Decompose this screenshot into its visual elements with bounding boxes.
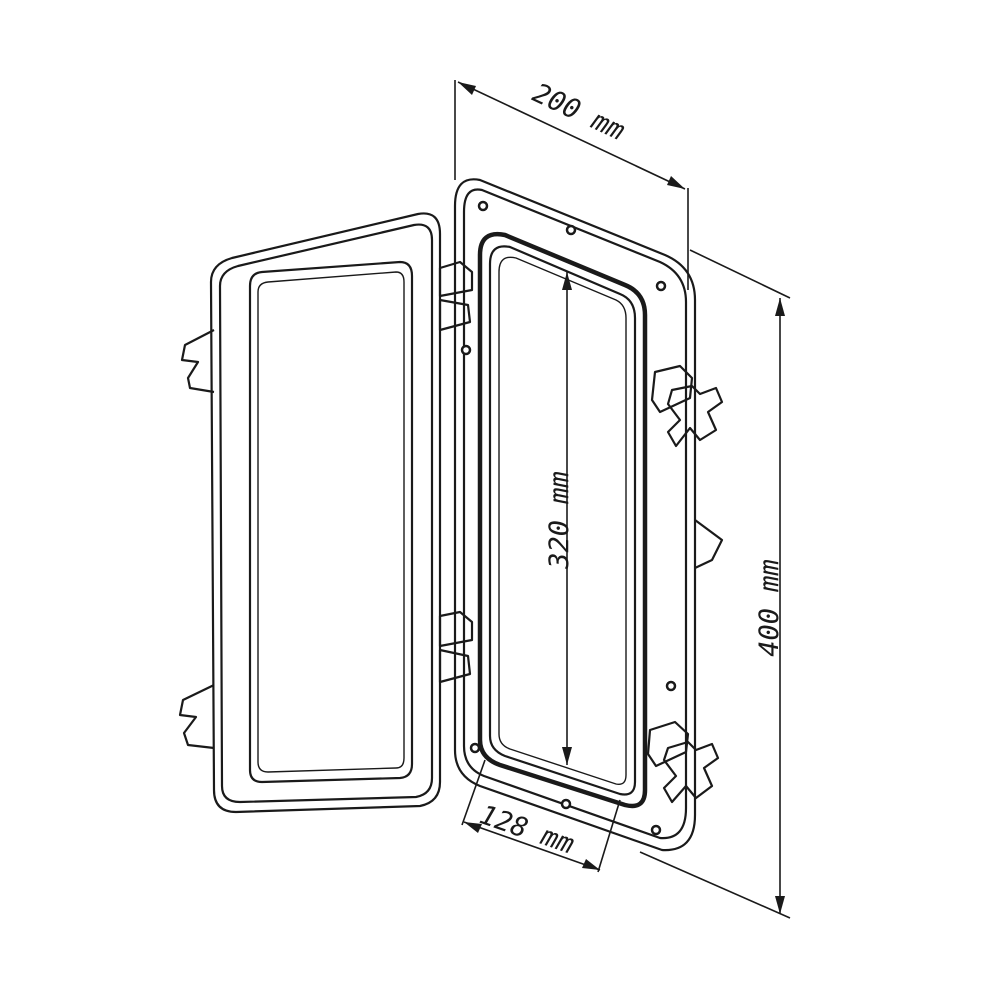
dim-label-320: 320 mm [544, 471, 575, 570]
hatch-frame [453, 178, 724, 852]
dimension-lines [454, 80, 791, 919]
dim-label-128: 128 mm [476, 799, 578, 860]
hatch-door [178, 212, 442, 814]
hinges [438, 260, 474, 684]
latch-knobs [646, 364, 724, 804]
dim-label-200: 200 mm [528, 78, 630, 147]
dim-label-400: 400 mm [754, 559, 785, 657]
